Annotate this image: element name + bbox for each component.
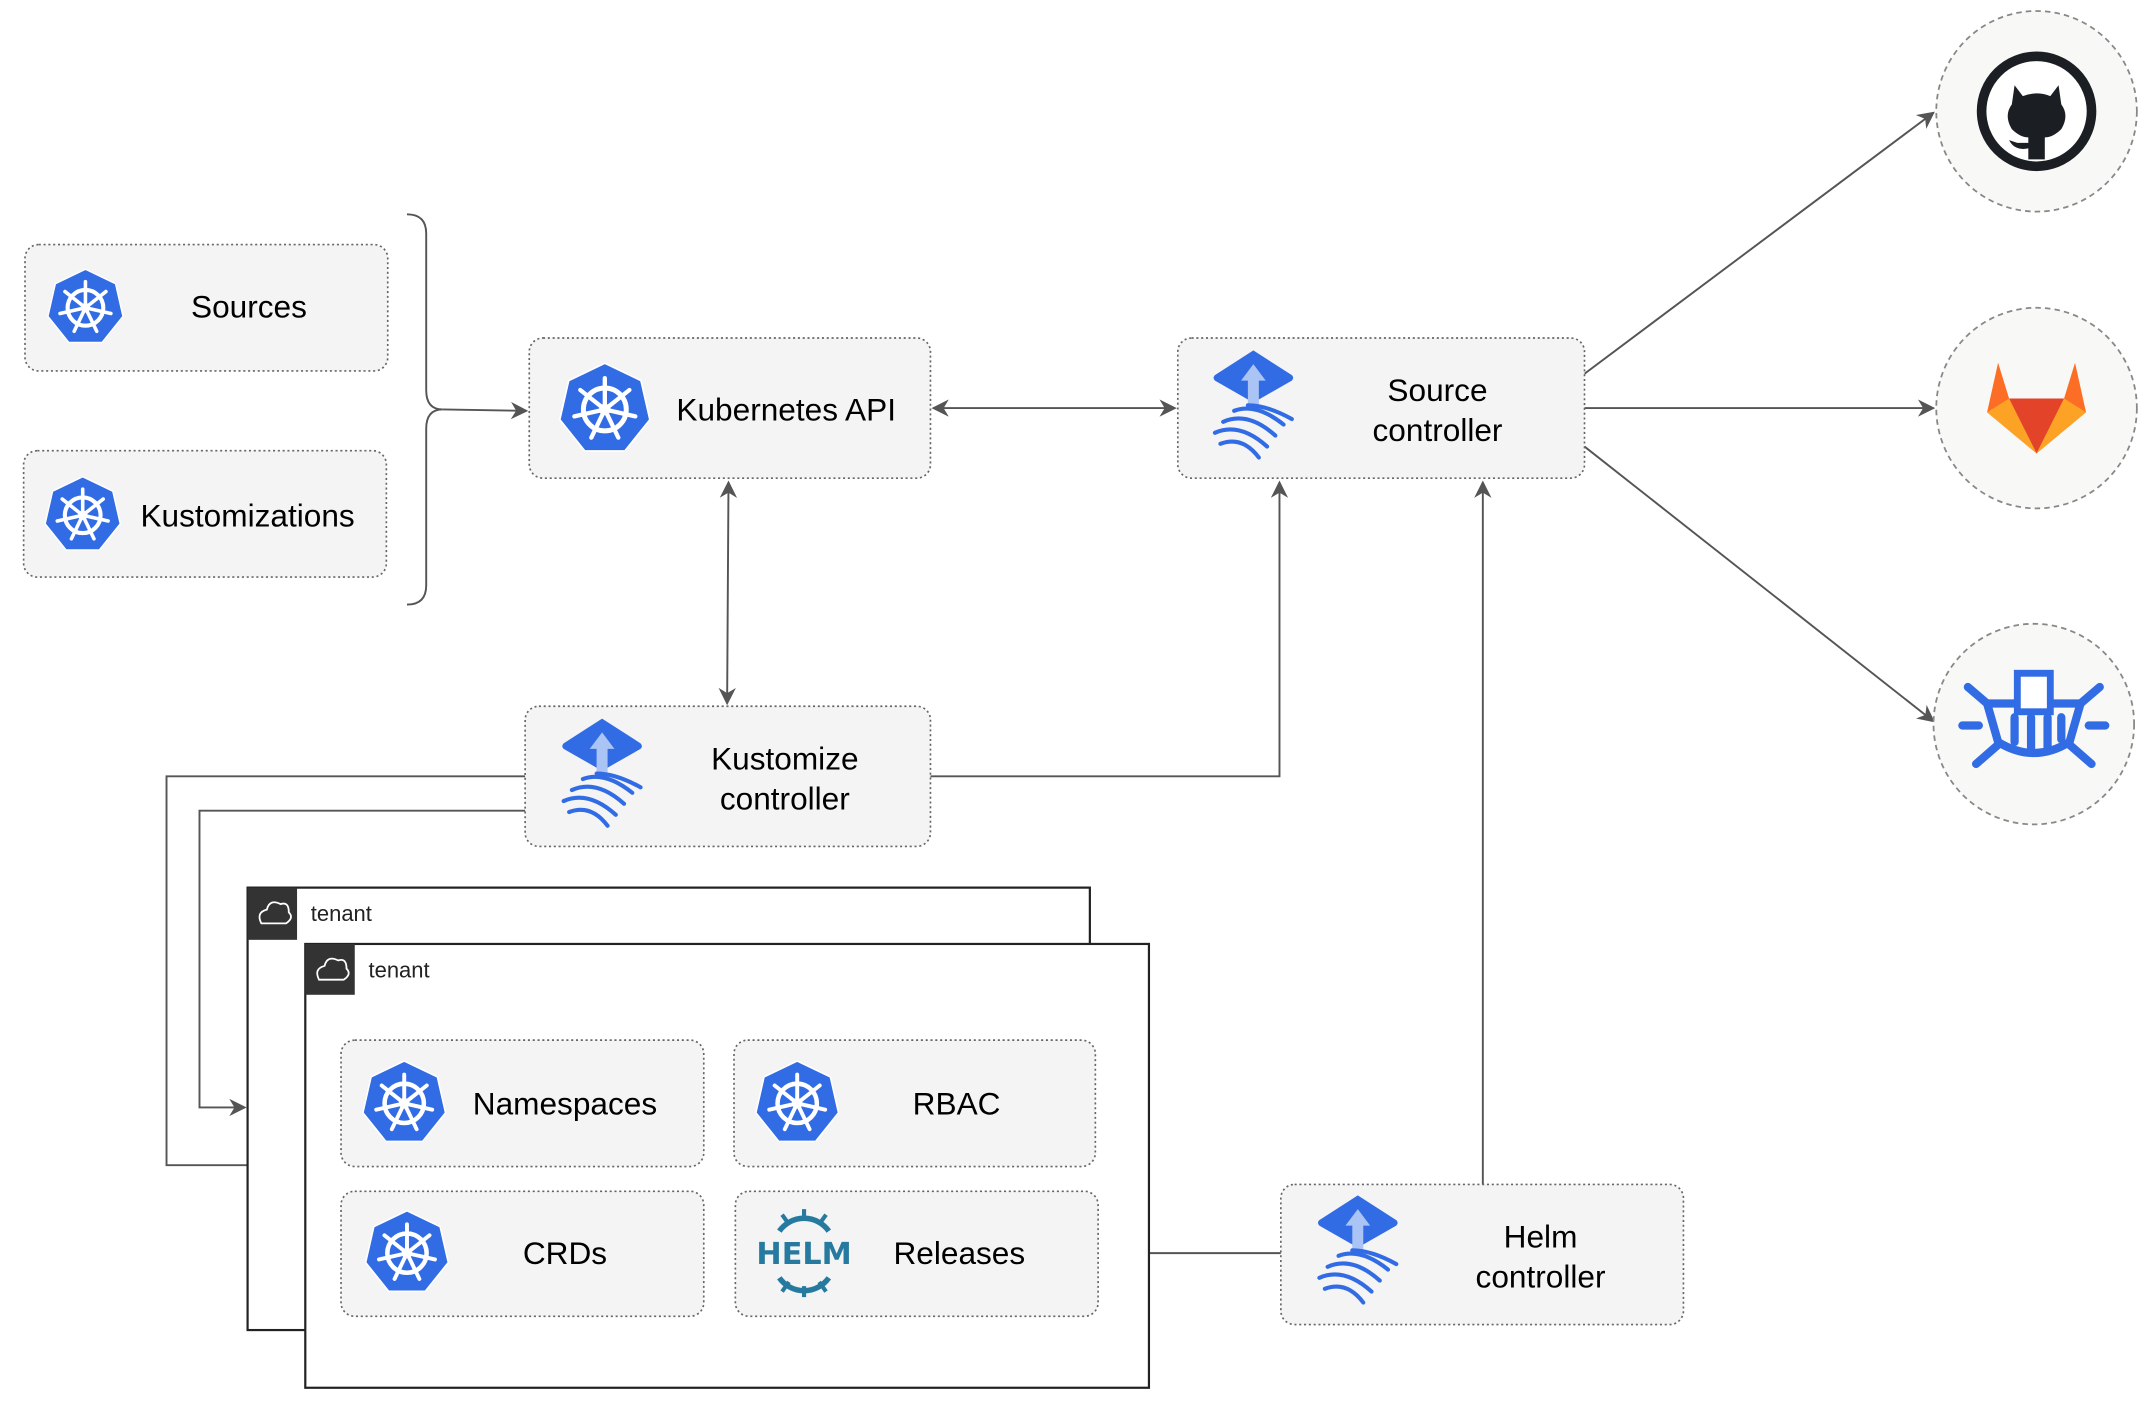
source-controller-node[interactable]: Source controller	[1176, 337, 1586, 479]
bucket-source[interactable]	[1932, 622, 2136, 826]
rbac-label: RBAC	[913, 1085, 1001, 1121]
sources-label: Sources	[191, 288, 307, 324]
rbac-node[interactable]: RBAC	[733, 1039, 1097, 1168]
kustomize-controller-node[interactable]: Kustomize controller	[524, 705, 932, 848]
tenant-label: tenant	[369, 958, 430, 983]
kustomizations-label: Kustomizations	[140, 497, 354, 533]
edge-crds-to-api	[442, 401, 529, 420]
namespaces-label: Namespaces	[473, 1085, 657, 1121]
helm-icon: HELM	[756, 1209, 852, 1298]
sources-node[interactable]: Sources	[24, 243, 389, 372]
edge-api-kustomize-controller	[718, 480, 738, 706]
github-source[interactable]	[1935, 10, 2138, 213]
gitlab-source[interactable]	[1935, 306, 2138, 510]
namespaces-node[interactable]: Namespaces	[340, 1039, 705, 1168]
edge-kustomize-to-source	[930, 480, 1289, 778]
releases-node[interactable]: HELM Releases	[734, 1190, 1099, 1318]
kustomize-controller-label-2: controller	[720, 780, 850, 816]
helm-controller-node[interactable]: Helm controller	[1280, 1183, 1685, 1326]
cloud-icon	[258, 901, 292, 925]
sources-brace	[406, 213, 443, 606]
edge-source-to-github	[1583, 111, 1935, 375]
edge-kustomize-to-tenant-2	[165, 775, 526, 1174]
kubernetes-api-label: Kubernetes API	[676, 391, 896, 427]
helm-controller-label-2: controller	[1476, 1258, 1606, 1294]
kustomize-controller-label-1: Kustomize	[711, 740, 858, 776]
tenant-label: tenant	[311, 901, 372, 926]
source-controller-label-1: Source	[1387, 372, 1487, 408]
releases-label: Releases	[893, 1235, 1025, 1271]
crds-label: CRDs	[523, 1235, 607, 1271]
kubernetes-api-node[interactable]: Kubernetes API	[528, 337, 932, 479]
github-icon	[1976, 51, 2097, 172]
bucket-icon	[1958, 669, 2110, 769]
edge-source-to-bucket	[1583, 445, 1935, 723]
cloud-icon	[316, 957, 350, 981]
crds-node[interactable]: CRDs	[340, 1190, 705, 1318]
helm-logo-text: HELM	[756, 1237, 851, 1272]
source-controller-label-2: controller	[1373, 412, 1503, 448]
edge-kustomize-to-tenant-1	[198, 809, 526, 1117]
kustomizations-node[interactable]: Kustomizations	[22, 449, 388, 578]
gitlab-icon	[1987, 362, 2087, 454]
helm-controller-label-1: Helm	[1504, 1219, 1578, 1255]
